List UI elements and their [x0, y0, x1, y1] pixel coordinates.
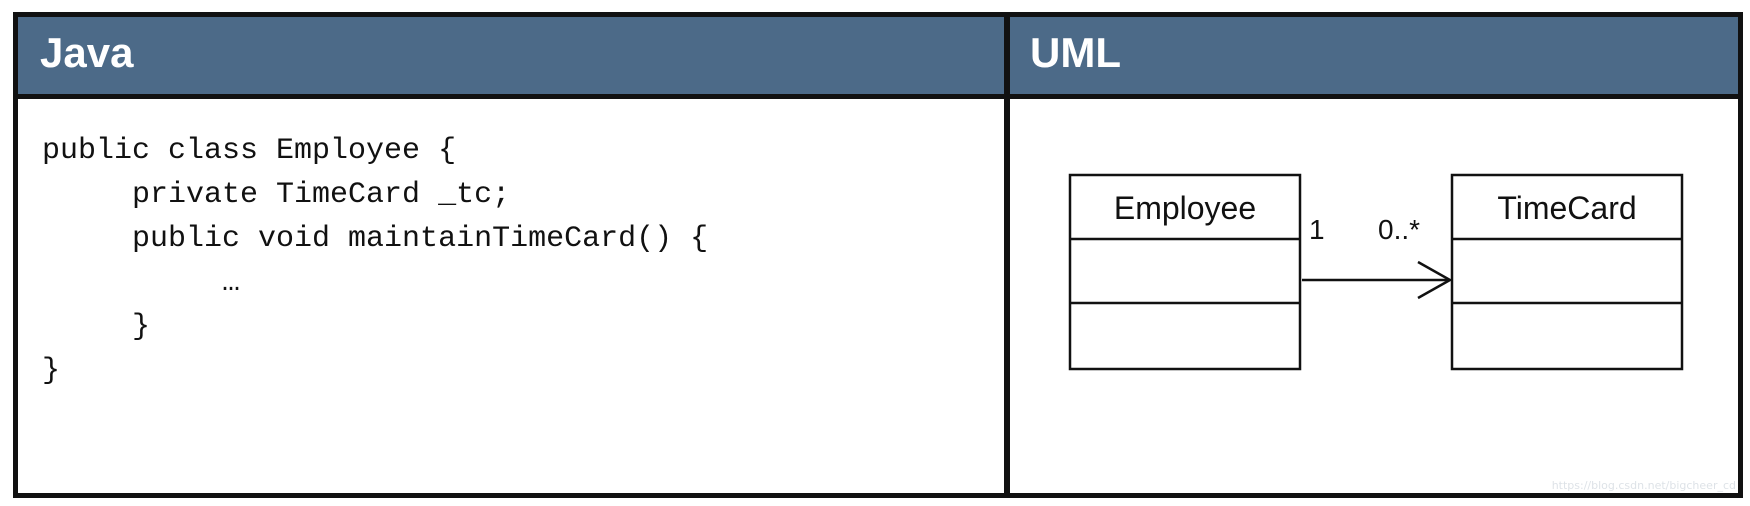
source-multiplicity-label: 1 [1309, 214, 1325, 245]
uml-diagram: Employee TimeCard 1 0..* [1068, 173, 1684, 371]
java-panel-header: Java [18, 17, 1004, 99]
code-line: } [42, 354, 61, 388]
employee-class-box: Employee [1068, 173, 1302, 371]
watermark-text: https://blog.csdn.net/bigcheer_cd [1551, 479, 1736, 492]
target-multiplicity-label: 0..* [1378, 214, 1420, 245]
association-arrow [1302, 260, 1453, 300]
code-line: public void maintainTimeCard() { [42, 222, 709, 256]
code-line: } [42, 310, 151, 344]
arrowhead-icon [1417, 260, 1453, 300]
panel-divider [1004, 17, 1010, 493]
diagram-frame: Java UML public class Employee { private… [13, 12, 1743, 498]
employee-class-name: Employee [1114, 190, 1256, 226]
timecard-class-box: TimeCard [1450, 173, 1684, 371]
uml-panel-header: UML [1010, 17, 1738, 99]
timecard-class-name: TimeCard [1497, 190, 1636, 226]
java-panel-title: Java [40, 29, 134, 76]
code-line: … [42, 266, 241, 300]
code-line: private TimeCard _tc; [42, 178, 511, 212]
java-code-block: public class Employee { private TimeCard… [42, 129, 708, 393]
code-line: public class Employee { [42, 134, 457, 168]
uml-panel-title: UML [1030, 29, 1121, 76]
